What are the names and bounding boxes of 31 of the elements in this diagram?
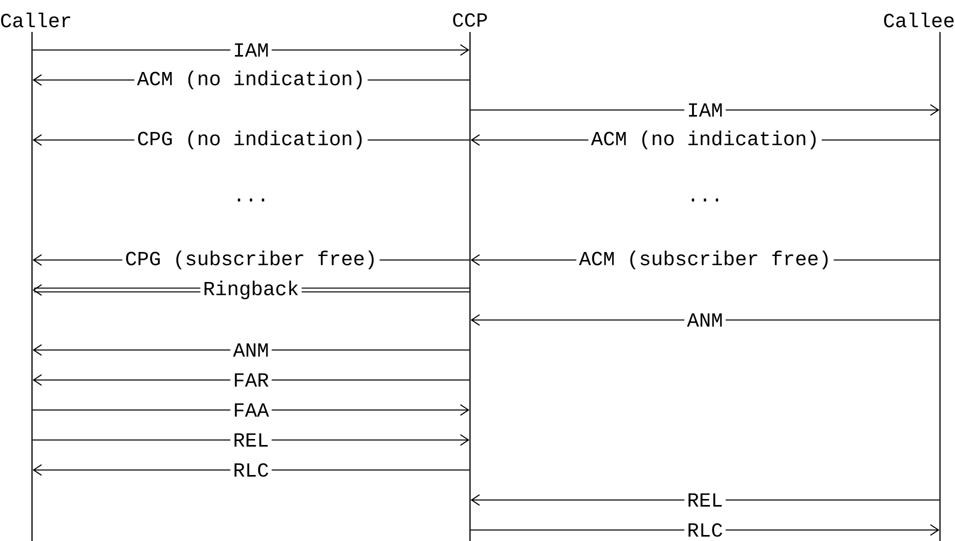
edge-label: REL	[684, 490, 726, 510]
arrow	[470, 494, 940, 506]
edge-label: CPG (subscriber free)	[122, 248, 380, 272]
edge-label: RLC	[684, 520, 726, 540]
arrow	[32, 344, 470, 356]
arrow	[470, 104, 940, 116]
ellipsis-label: ...	[238, 198, 264, 202]
edge-label: RLC	[230, 460, 272, 480]
edge-label: FAR	[230, 370, 272, 390]
arrow	[32, 404, 470, 416]
edge-label: REL	[230, 430, 272, 450]
edge-label: ANM	[684, 310, 726, 330]
ellipsis-label: ...	[692, 198, 718, 202]
edge-label: IAM	[684, 100, 726, 120]
participant-label: Callee	[884, 12, 954, 28]
arrow	[32, 434, 470, 446]
edge-label: IAM	[230, 40, 272, 60]
edge-label: ACM (subscriber free)	[576, 248, 834, 272]
edge-label: ANM	[230, 340, 272, 360]
edge-label: FAA	[230, 400, 272, 420]
arrow	[32, 44, 470, 56]
edge-label: CPG (no indication)	[134, 128, 368, 152]
arrow	[470, 314, 940, 326]
arrow	[32, 374, 470, 386]
edge-label: Ringback	[200, 278, 302, 302]
arrow	[470, 524, 940, 536]
edge-label: ACM (no indication)	[588, 128, 822, 152]
participant-label: Caller	[1, 12, 70, 28]
arrow	[32, 464, 470, 476]
participant-label: CCP	[453, 13, 487, 27]
edge-label: ACM (no indication)	[134, 68, 368, 92]
